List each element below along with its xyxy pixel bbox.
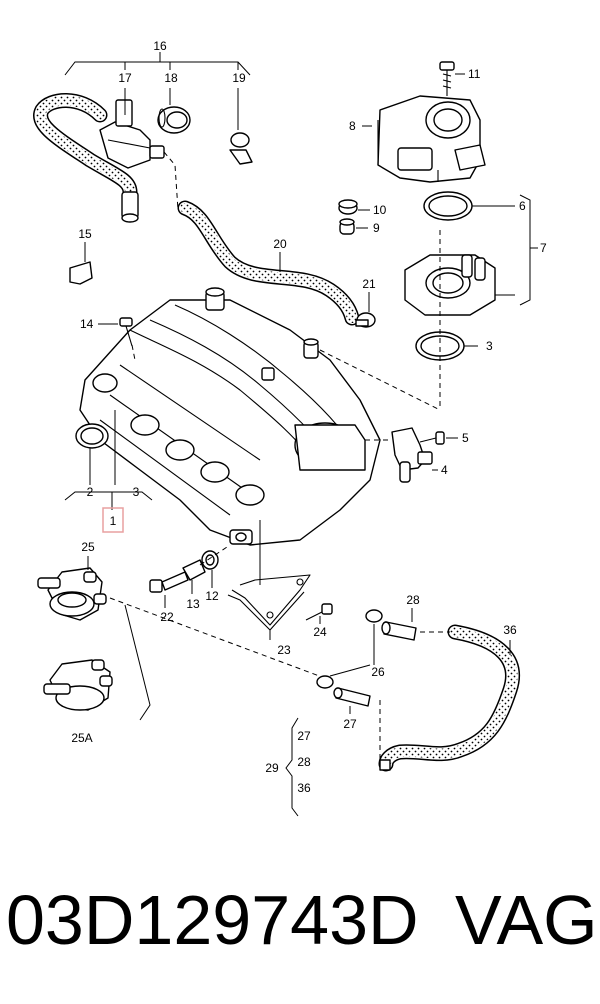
- callout-21: 21: [362, 277, 376, 291]
- breather-25: [37, 567, 107, 621]
- callout-3: 3: [486, 339, 493, 353]
- callout-7: 7: [540, 241, 547, 255]
- callout-3-left: 3: [133, 485, 140, 499]
- screw-14: [119, 317, 133, 347]
- group-29-brace: [285, 717, 299, 817]
- screw-5: [419, 431, 445, 445]
- clip-26-upper: [365, 609, 383, 623]
- throttle-body-8: [377, 95, 486, 183]
- hose-20: [177, 200, 360, 326]
- callout-17: 17: [118, 71, 132, 85]
- callout-29: 29: [265, 761, 279, 775]
- callout-24: 24: [313, 625, 327, 639]
- vent-hose-left: [33, 93, 139, 223]
- callout-1-highlight: [102, 507, 124, 533]
- clip-10: [338, 199, 358, 215]
- callout-28: 28: [406, 593, 420, 607]
- callout-10: 10: [373, 203, 387, 217]
- callout-labels: 16 17 18 19 11 8 10 9 6 7 3 20 21 15 14 …: [71, 39, 547, 795]
- screw-11: [439, 61, 455, 96]
- callout-29-27: 27: [297, 729, 311, 743]
- hose-36: [378, 624, 520, 772]
- pipe-28: [381, 621, 417, 641]
- callout-22: 22: [160, 610, 174, 624]
- callout-29-28: 28: [297, 755, 311, 769]
- hose-clamp-19: [229, 132, 253, 165]
- screw-24: [305, 603, 333, 621]
- clip-15: [69, 261, 93, 285]
- group-16-bracket: [64, 52, 251, 76]
- gasket-6: [423, 191, 473, 221]
- callout-6: 6: [519, 199, 526, 213]
- seal-ring-18: [157, 106, 191, 134]
- brand-label: VAG: [455, 881, 598, 959]
- valve-17: [99, 99, 165, 169]
- callout-29-36: 36: [297, 781, 311, 795]
- bolt-22: [149, 571, 189, 593]
- callout-15: 15: [78, 227, 92, 241]
- callout-12: 12: [205, 589, 219, 603]
- callout-5: 5: [462, 431, 469, 445]
- cap-9: [339, 218, 355, 235]
- callout-26: 26: [371, 665, 385, 679]
- callout-23: 23: [277, 643, 291, 657]
- intake-manifold-1: [79, 287, 381, 546]
- callout-1: 1: [110, 514, 117, 528]
- callout-27: 27: [343, 717, 357, 731]
- callout-25a: 25A: [71, 731, 92, 745]
- callout-19: 19: [232, 71, 246, 85]
- sensor-4: [391, 427, 433, 483]
- callout-13: 13: [186, 597, 200, 611]
- callout-14: 14: [80, 317, 94, 331]
- breather-25a: [43, 659, 113, 711]
- footer: 03D129743D VAG: [0, 880, 600, 980]
- callout-9: 9: [373, 221, 380, 235]
- callout-18: 18: [164, 71, 178, 85]
- callout-8: 8: [349, 119, 356, 133]
- callout-20: 20: [273, 237, 287, 251]
- callout-36: 36: [503, 623, 517, 637]
- callout-25: 25: [81, 540, 95, 554]
- gasket-2-left: [75, 423, 109, 449]
- adapter-flange: [404, 254, 496, 316]
- sleeve-13: [182, 559, 206, 581]
- clip-26-lower: [316, 675, 334, 689]
- callout-16: 16: [153, 39, 167, 53]
- callout-11: 11: [468, 67, 481, 81]
- bracket-23: [227, 574, 311, 631]
- hose-clamp-21: [355, 312, 376, 328]
- callout-4: 4: [441, 463, 448, 477]
- pipe-27: [333, 687, 371, 707]
- gasket-3-throttle: [415, 331, 465, 361]
- seal-12: [201, 550, 219, 570]
- callout-2-left: 2: [87, 485, 94, 499]
- part-number: 03D129743D: [6, 881, 419, 959]
